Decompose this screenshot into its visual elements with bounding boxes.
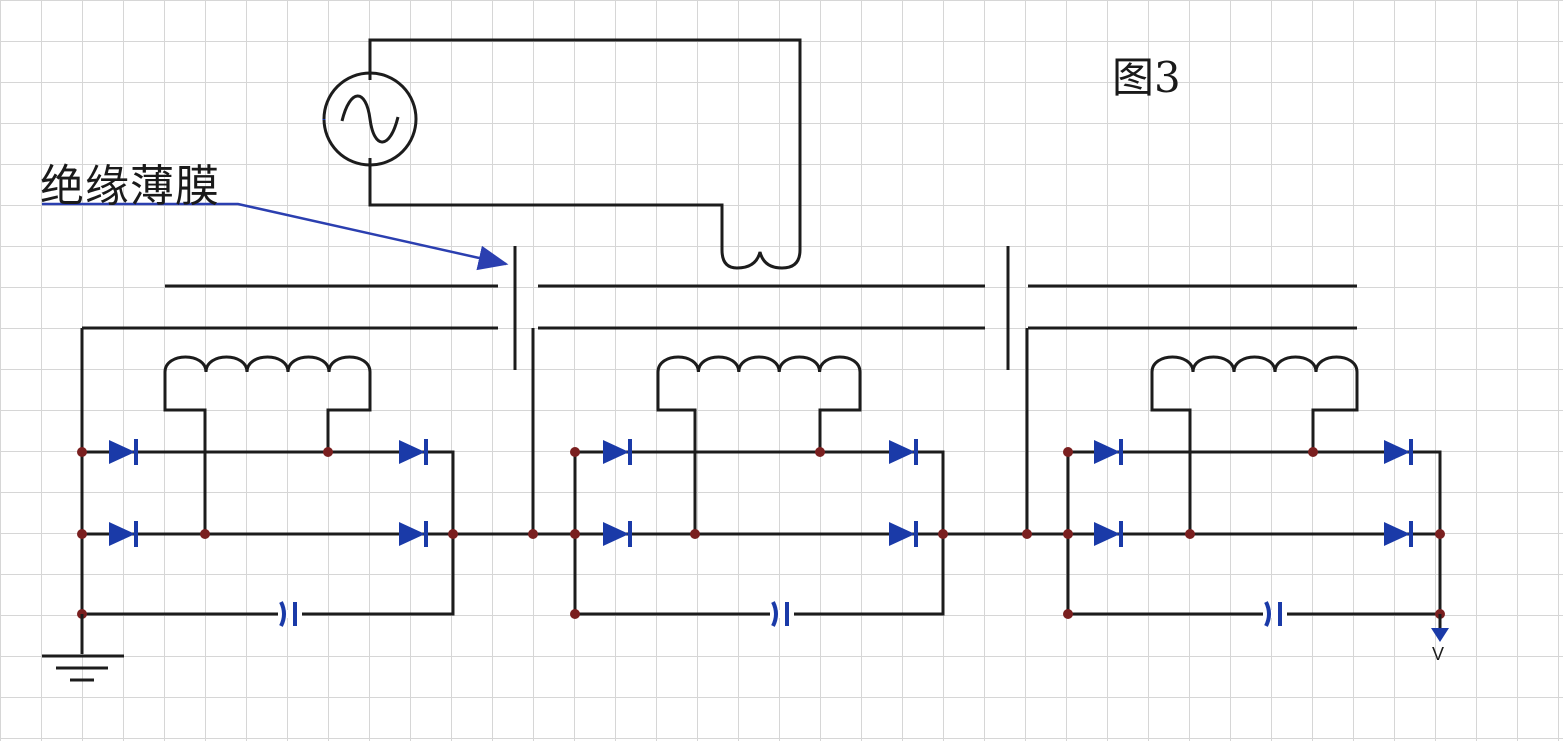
junction-node bbox=[815, 447, 825, 457]
ground-symbol bbox=[42, 614, 124, 682]
diode bbox=[603, 439, 632, 465]
insulating-film bbox=[513, 246, 1010, 370]
diode bbox=[1094, 521, 1123, 547]
diode bbox=[109, 521, 138, 547]
junction-node bbox=[1022, 529, 1032, 539]
junction-node bbox=[1063, 529, 1073, 539]
junction-node bbox=[77, 529, 87, 539]
rectifier-stage-2 bbox=[531, 328, 945, 627]
film-label: 绝缘薄膜 bbox=[40, 161, 220, 212]
diode bbox=[1094, 439, 1123, 465]
capacitor bbox=[279, 601, 297, 627]
junction-node bbox=[1063, 609, 1073, 619]
junction-node bbox=[570, 529, 580, 539]
primary-circuit bbox=[368, 38, 802, 270]
figure-title: 图3 bbox=[1112, 53, 1181, 102]
junction-node bbox=[1308, 447, 1318, 457]
junction-node bbox=[1185, 529, 1195, 539]
diode bbox=[889, 439, 918, 465]
diode bbox=[399, 521, 428, 547]
rectifier-stage-3 bbox=[1025, 328, 1442, 627]
capacitor bbox=[1264, 601, 1282, 627]
junction-node bbox=[528, 529, 538, 539]
junction-node bbox=[448, 529, 458, 539]
primary-coil bbox=[720, 249, 802, 270]
ac-source bbox=[322, 71, 418, 167]
junction-node bbox=[1435, 529, 1445, 539]
rectifier-stage-1 bbox=[80, 328, 455, 627]
junction-node bbox=[323, 447, 333, 457]
diode bbox=[1384, 439, 1413, 465]
junction-node bbox=[200, 529, 210, 539]
junction-node bbox=[570, 609, 580, 619]
transmission-lines bbox=[82, 284, 1357, 330]
junction-node bbox=[77, 447, 87, 457]
secondary-coil bbox=[656, 355, 862, 373]
diode bbox=[889, 521, 918, 547]
junction-node bbox=[938, 529, 948, 539]
junction-node bbox=[690, 529, 700, 539]
secondary-coil bbox=[1150, 355, 1359, 373]
film-pointer-arrow bbox=[42, 202, 509, 271]
output-terminal: V bbox=[1431, 614, 1449, 664]
junction-node bbox=[1063, 447, 1073, 457]
diode bbox=[1384, 521, 1413, 547]
capacitor bbox=[771, 601, 789, 627]
diode bbox=[399, 439, 428, 465]
output-terminal-label: V bbox=[1432, 644, 1444, 664]
secondary-coil bbox=[163, 355, 372, 373]
diode bbox=[603, 521, 632, 547]
junction-node bbox=[570, 447, 580, 457]
diode bbox=[109, 439, 138, 465]
sine-wave-icon bbox=[340, 94, 400, 144]
